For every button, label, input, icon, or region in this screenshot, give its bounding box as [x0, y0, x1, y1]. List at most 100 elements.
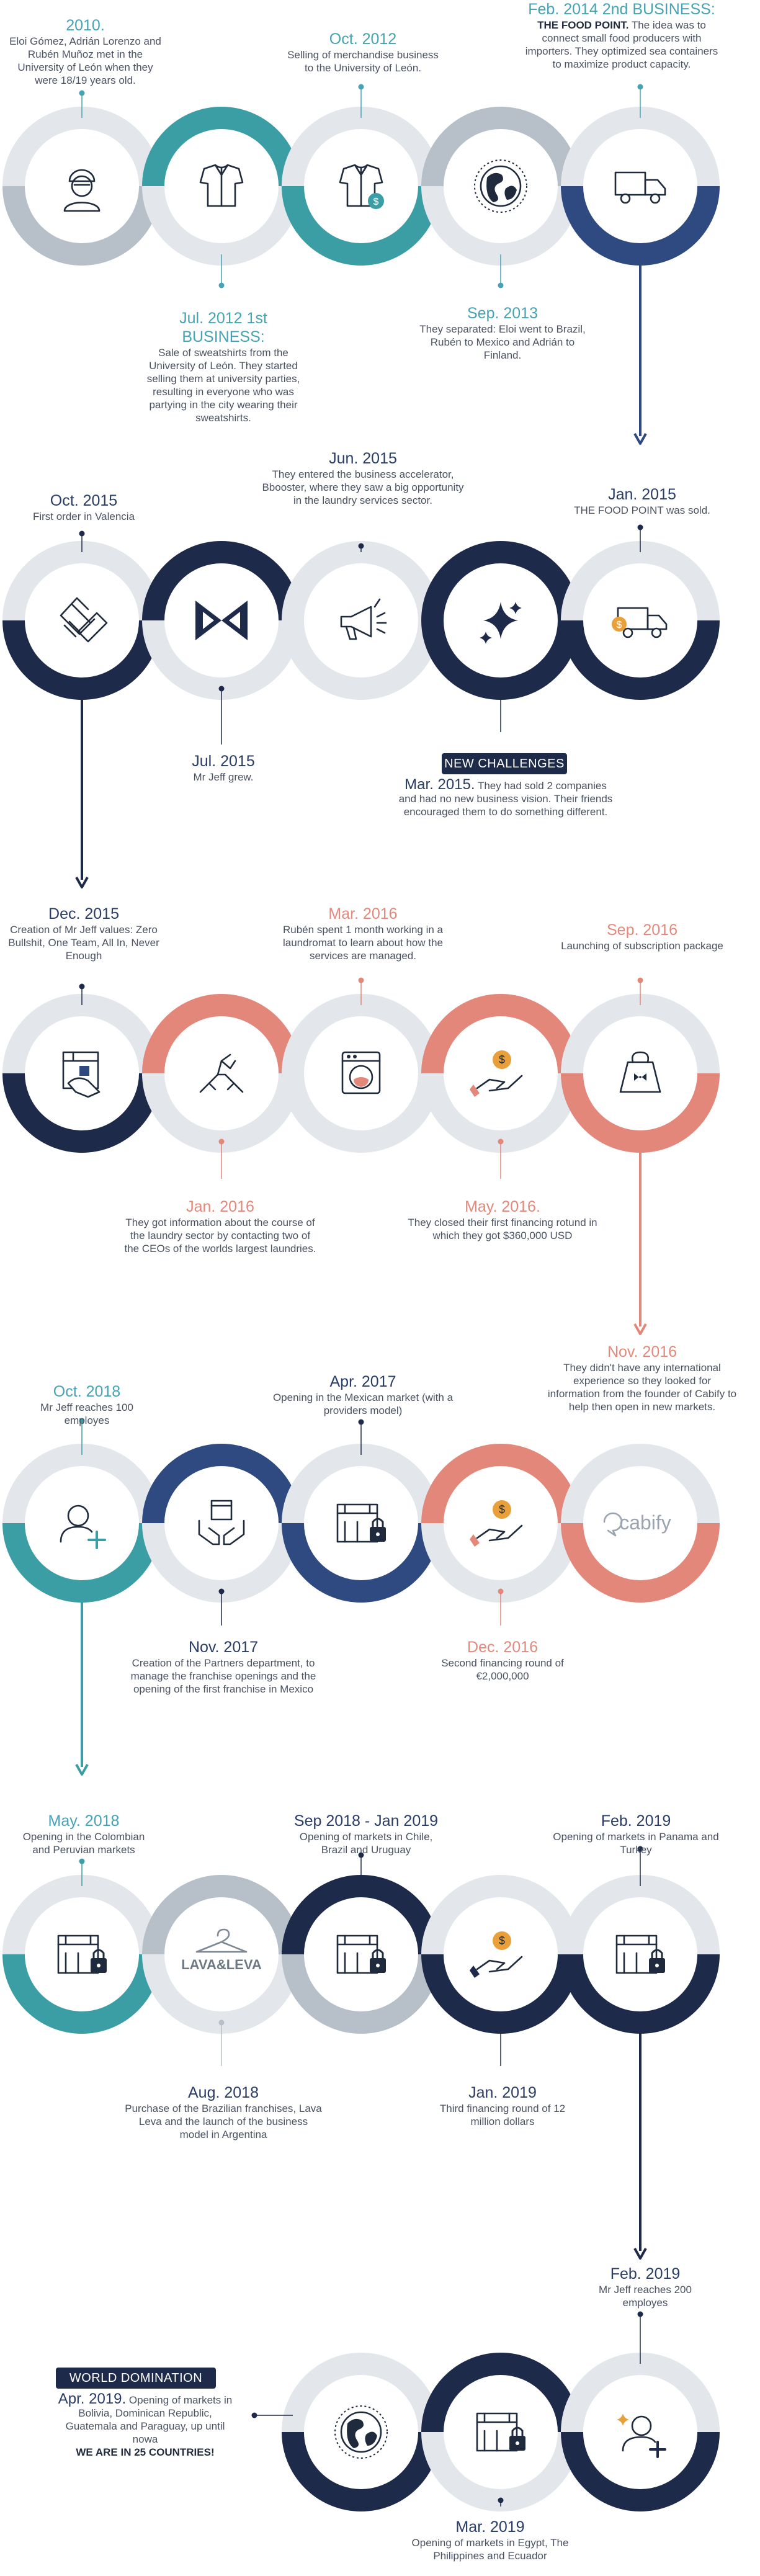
event-date: May. 2016.: [465, 1198, 540, 1215]
event-oct-2018: Oct. 2018 Mr Jeff reaches 100 employes: [19, 1382, 155, 1427]
timeline-ring-1-4: [561, 541, 720, 700]
event-desc: Eloi Gómez, Adrián Lorenzo and Rubén Muñ…: [9, 35, 161, 86]
timeline-ring-2-4: [561, 994, 720, 1153]
connector-line: [79, 1858, 85, 1886]
event-desc: Opening of markets in Chile, Brazil and …: [299, 1831, 433, 1856]
connector-line: [498, 2497, 504, 2507]
mrjeff-logo-icon: [195, 601, 248, 640]
timeline-ring-3-2: [282, 1444, 440, 1603]
event-date: Feb. 2019: [601, 1812, 671, 1830]
timeline-ring-4-3: [421, 1875, 580, 2034]
event-date: Aug. 2018: [188, 2084, 259, 2101]
event-nov-2016: Nov. 2016 They didn't have any internati…: [546, 1343, 738, 1413]
truck-icon: [614, 171, 666, 204]
timeline-ring-0-4: [561, 107, 720, 266]
event-desc-strong: THE FOOD POINT.: [537, 19, 629, 31]
partners-hands-icon: [198, 1500, 245, 1545]
event-feb-2019-employees: Feb. 2019 Mr Jeff reaches 200 employes: [583, 2265, 707, 2309]
event-date: Nov. 2017: [188, 1639, 259, 1656]
event-desc: First order in Valencia: [32, 511, 135, 522]
event-desc: Launching of subscription package: [561, 940, 723, 952]
timeline-ring-2-1: [142, 994, 301, 1153]
locked-store-icon: [615, 1934, 665, 1974]
connector-line: [218, 1588, 225, 1626]
event-date: Dec. 2016: [467, 1639, 538, 1656]
event-date: Mar. 2016: [328, 905, 398, 923]
event-desc-strong: WE ARE IN 25 COUNTRIES!: [76, 2446, 215, 2458]
globe-icon: [334, 2405, 388, 2459]
event-jan-2016: Jan. 2016 They got information about the…: [124, 1197, 316, 1255]
event-aug-2018: Aug. 2018 Purchase of the Brazilian fran…: [124, 2083, 323, 2141]
connector-line: [637, 977, 643, 1005]
event-desc: Mr Jeff reaches 200 employes: [599, 2284, 692, 2309]
event-date: Nov. 2016: [607, 1343, 677, 1361]
event-jul-2015: Jul. 2015 Mr Jeff grew.: [161, 752, 285, 784]
locked-store-icon: [336, 1503, 386, 1543]
timeline-ring-5-2: [561, 2353, 720, 2511]
connector-line: [218, 1138, 225, 1179]
cabify-logo-text: cabify: [619, 1511, 671, 1534]
connector-line: [498, 686, 504, 732]
event-desc-text: The idea was to connect small food produ…: [525, 19, 718, 70]
event-desc: THE FOOD POINT. The idea was to connect …: [522, 19, 721, 71]
arrow-connector: [75, 689, 89, 888]
event-oct-2012: Oct. 2012 Selling of merchandise busines…: [282, 30, 444, 74]
event-date: 2010.: [66, 17, 105, 34]
svg-text:$: $: [499, 1053, 505, 1066]
connector-line: [498, 2019, 504, 2066]
timeline-ring-2-2: [282, 994, 440, 1153]
connector-line: [358, 543, 364, 552]
sparkle-user-icon: [617, 2413, 666, 2458]
event-date: Feb. 2019: [610, 2265, 681, 2283]
event-desc: THE FOOD POINT was sold.: [574, 504, 710, 516]
add-user-icon: [60, 1505, 106, 1549]
event-date: Oct. 2015: [50, 492, 118, 509]
timeline-ring-4-0: [2, 1875, 161, 2034]
event-jun-2015: Jun. 2015 They entered the business acce…: [261, 449, 465, 507]
globe-icon: [474, 159, 527, 213]
event-sep-2018-jan-2019: Sep 2018 - Jan 2019 Opening of markets i…: [292, 1812, 440, 1856]
event-desc: Second financing round of €2,000,000: [441, 1657, 564, 1682]
event-nov-2017: Nov. 2017 Creation of the Partners depar…: [124, 1638, 323, 1696]
event-desc: Selling of merchandise business to the U…: [287, 49, 439, 74]
event-desc: Third financing round of 12 million doll…: [439, 2103, 566, 2127]
event-may-2018: May. 2018 Opening in the Colombian and P…: [19, 1812, 149, 1856]
event-date: Oct. 2012: [329, 30, 397, 48]
timeline-ring-2-3: [421, 994, 580, 1153]
event-date: Jan. 2015: [608, 486, 676, 503]
timeline-ring-0-0: [2, 107, 161, 266]
lavaleva-logo-icon: LAVA&LEVA: [181, 1928, 262, 1972]
event-desc: Rubén spent 1 month working in a laundro…: [282, 924, 443, 962]
locked-store-icon: [336, 1934, 386, 1974]
event-date: May. 2018: [48, 1812, 120, 1830]
event-jan-2019: Jan. 2019 Third financing round of 12 mi…: [434, 2083, 571, 2128]
timeline-ring-5-0: [282, 2353, 440, 2511]
values-board-icon: [62, 1051, 101, 1098]
event-desc: Opening of markets in Egypt, The Philipp…: [411, 2537, 569, 2562]
shirt-price-icon: $: [339, 164, 384, 209]
connector-line: [79, 90, 85, 118]
arrow-connector: [633, 2023, 647, 2260]
timeline-ring-3-3: [421, 1444, 580, 1603]
event-date: Jan. 2016: [186, 1198, 254, 1215]
megaphone-icon: [340, 598, 387, 640]
connector-line: [79, 983, 85, 1005]
connector-line: [498, 254, 504, 288]
new-challenges-badge: NEW CHALLENGES: [442, 753, 567, 774]
locked-store-icon: [57, 1934, 107, 1974]
event-date: Jun. 2015: [329, 450, 397, 467]
connector-line: [218, 686, 225, 745]
connector-line: [358, 977, 364, 1005]
connector-line: [251, 2412, 293, 2418]
event-apr-2017: Apr. 2017 Opening in the Mexican market …: [267, 1372, 459, 1417]
timeline-ring-4-4: [561, 1875, 720, 2034]
connector-line: [79, 1418, 85, 1455]
svg-text:$: $: [499, 1503, 505, 1516]
event-desc: Creation of Mr Jeff values: Zero Bullshi…: [8, 924, 159, 962]
event-date: Mar. 2019: [455, 2518, 525, 2536]
coin-hand-icon: $: [470, 1931, 523, 1978]
event-desc: They didn't have any international exper…: [547, 1362, 737, 1413]
event-desc: Opening in the Colombian and Peruvian ma…: [22, 1831, 145, 1856]
event-desc: Purchase of the Brazilian franchises, La…: [125, 2103, 322, 2140]
